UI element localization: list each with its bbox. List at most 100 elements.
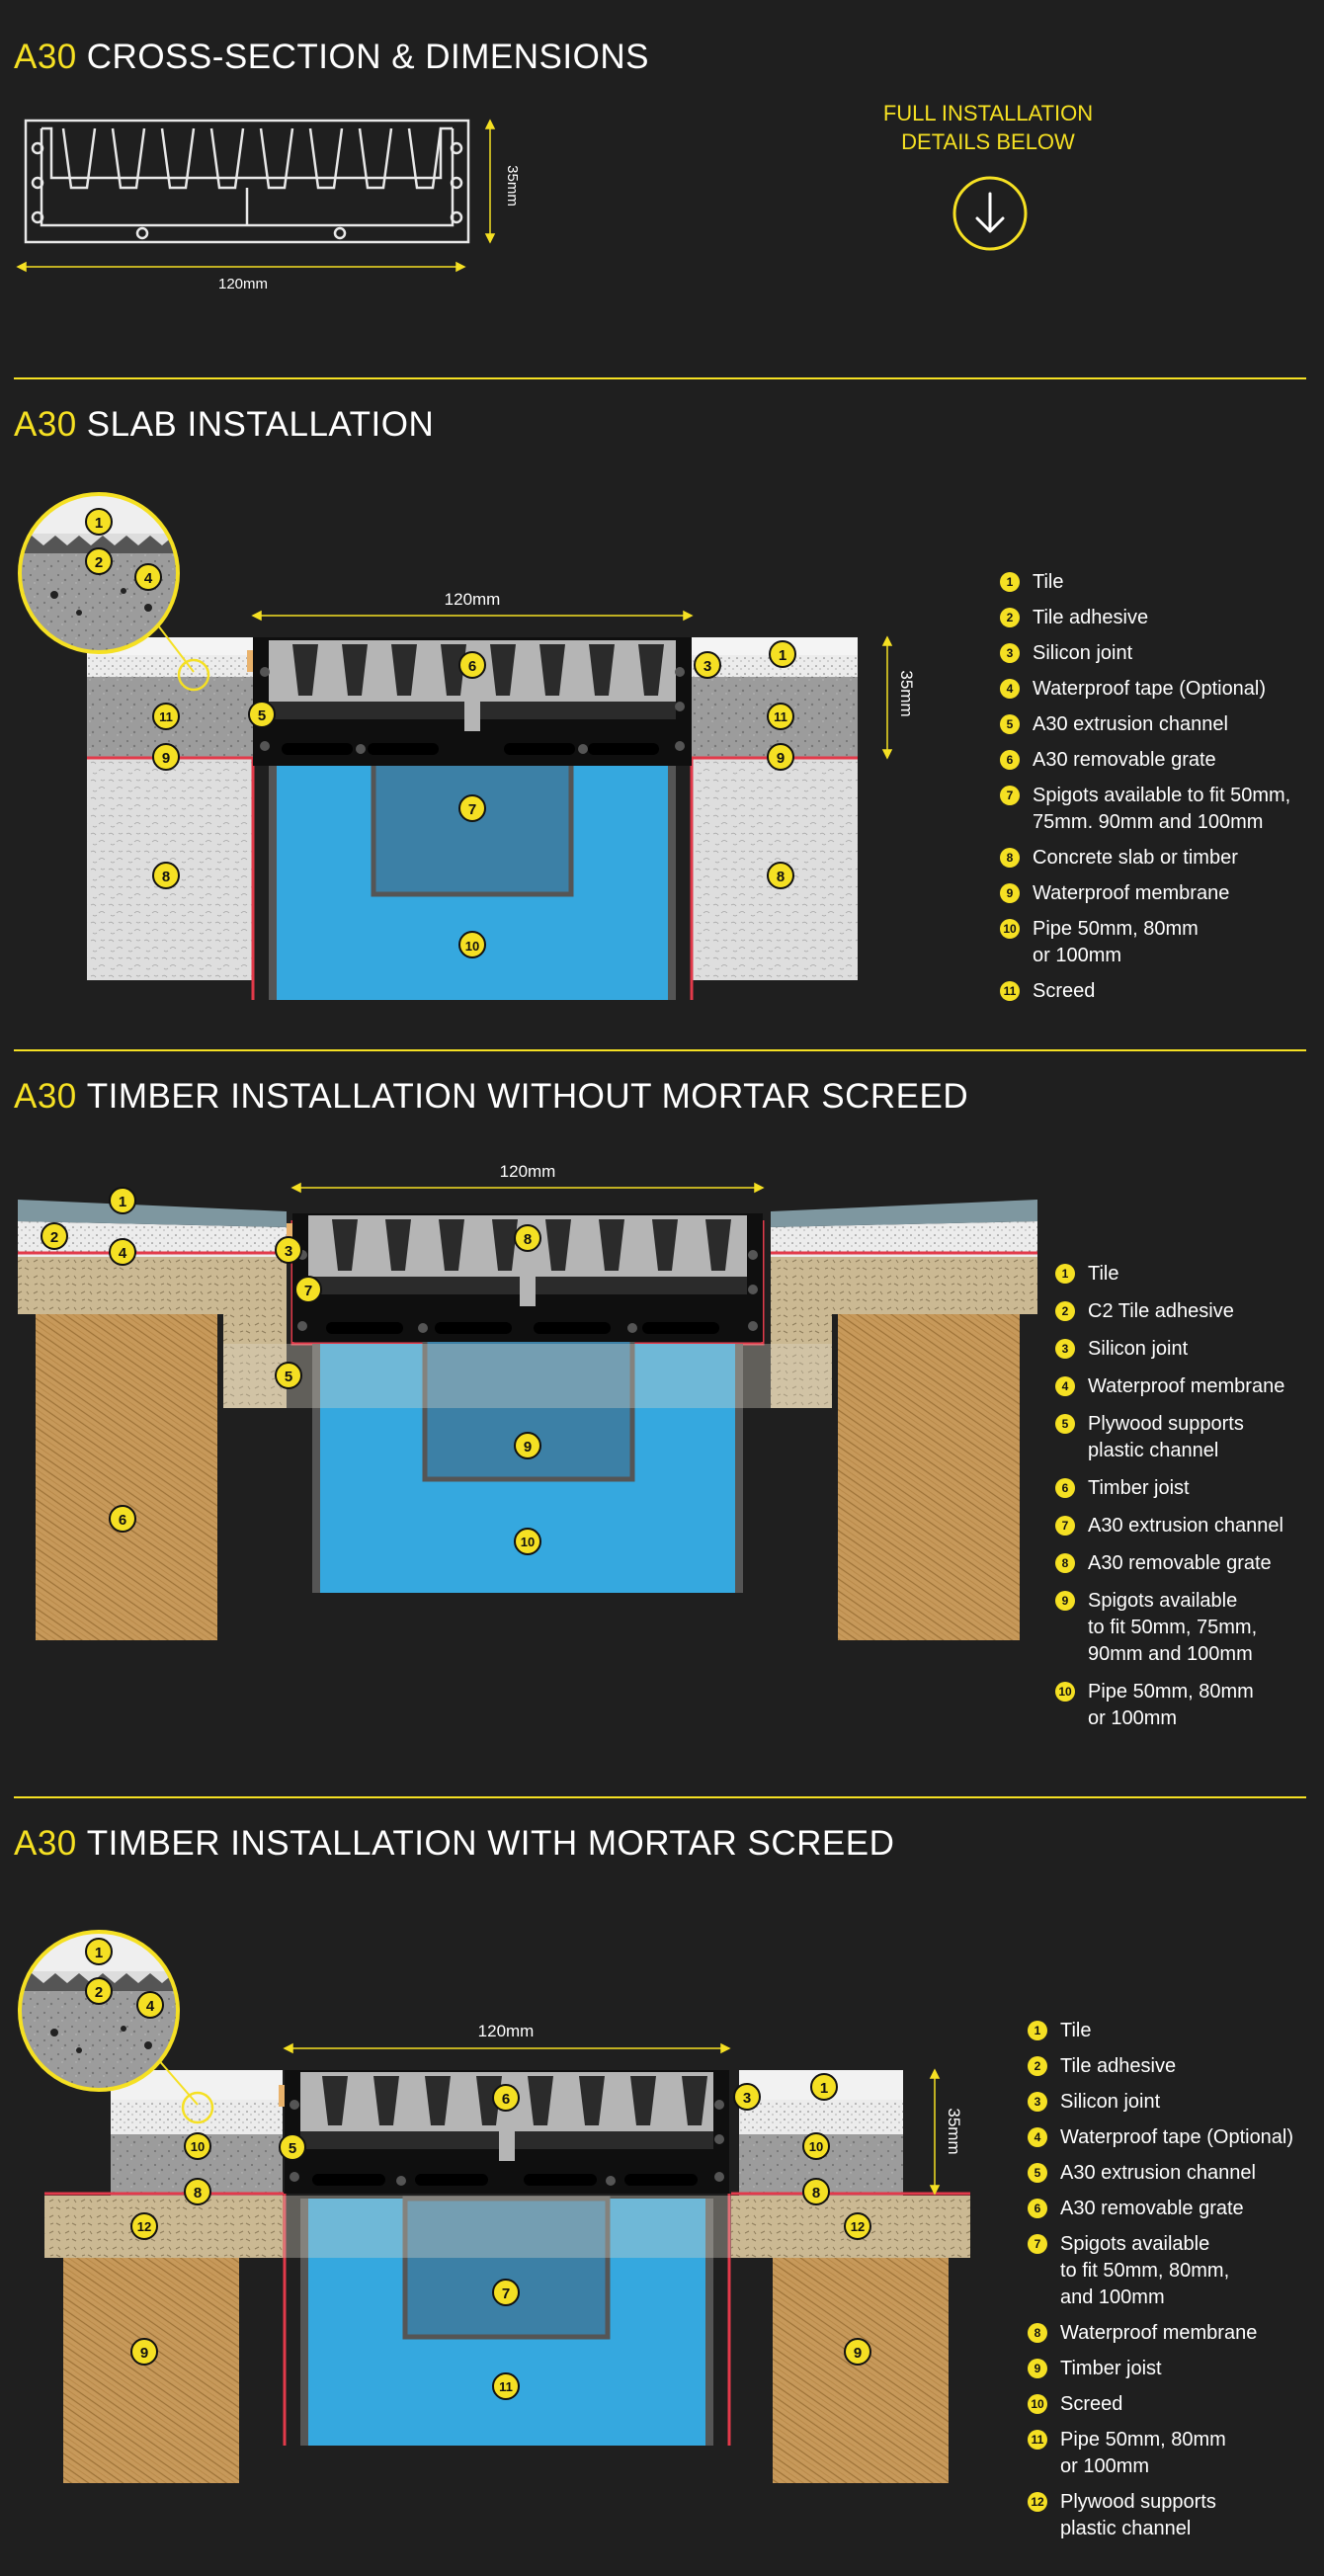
svg-text:2: 2	[95, 1984, 103, 2001]
legend-number-badge: 3	[1000, 643, 1020, 663]
marker: 8	[184, 2178, 211, 2205]
marker: 5	[275, 1362, 302, 1389]
legend-label: Silicon joint	[1060, 2091, 1161, 2113]
legend-label: A30 removable grate	[1060, 2198, 1244, 2219]
marker: 9	[767, 743, 794, 771]
legend-number-badge: 3	[1055, 1339, 1075, 1359]
legend-item: 8 Concrete slab or timber	[1000, 845, 1316, 872]
title-accent: A30	[14, 405, 77, 444]
legend-label: A30 extrusion channel	[1060, 2162, 1256, 2184]
legend-number-badge: 7	[1055, 1516, 1075, 1536]
legend-number-badge: 5	[1055, 1414, 1075, 1434]
title-text: SLAB INSTALLATION	[86, 405, 435, 444]
marker: 4	[109, 1238, 136, 1266]
height-label: 35mm	[897, 670, 916, 716]
legend-number-badge: 2	[1028, 2056, 1047, 2076]
spigot	[402, 2196, 611, 2340]
svg-text:3: 3	[703, 658, 711, 675]
title-text: TIMBER INSTALLATION WITH MORTAR SCREED	[86, 1824, 895, 1863]
legend-label: Tile adhesive	[1033, 607, 1149, 628]
legend-number-badge: 11	[1000, 981, 1020, 1001]
svg-text:1: 1	[820, 2080, 828, 2097]
plywood-overlay	[284, 2196, 731, 2258]
marker: 1	[109, 1187, 136, 1214]
legend-number-badge: 1	[1055, 1264, 1075, 1284]
legend-label: Pipe 50mm, 80mm or 100mm	[1088, 1681, 1254, 1729]
legend-number-badge: 4	[1000, 679, 1020, 699]
membrane	[44, 2192, 970, 2446]
svg-text:9: 9	[140, 2345, 148, 2362]
legend-number-badge: 5	[1028, 2163, 1047, 2183]
tile-left	[18, 1200, 287, 1227]
legend-number-badge: 2	[1000, 608, 1020, 627]
svg-text:3: 3	[743, 2090, 751, 2107]
svg-text:10: 10	[521, 1535, 535, 1549]
svg-text:4: 4	[146, 1998, 155, 2015]
silicon-joint	[279, 2085, 285, 2107]
arrow-down-circle-icon[interactable]	[951, 174, 1030, 253]
marker: 12	[130, 2212, 158, 2240]
legend-number-badge: 6	[1000, 750, 1020, 770]
marker: 7	[294, 1276, 322, 1303]
legend-label: Screed	[1060, 2393, 1123, 2415]
legend-label: Pipe 50mm, 80mm or 100mm	[1033, 918, 1199, 966]
marker: 4	[136, 1991, 164, 2019]
legend-label: Tile	[1033, 571, 1064, 593]
legend-label: Spigots available to fit 50mm, 80mm, and…	[1060, 2233, 1230, 2308]
legend-label: Timber joist	[1088, 1477, 1190, 1499]
legend-number-badge: 6	[1028, 2199, 1047, 2218]
title-text: CROSS-SECTION & DIMENSIONS	[86, 38, 649, 76]
legend-label: Waterproof membrane	[1060, 2322, 1258, 2344]
marker: 1	[769, 640, 796, 668]
svg-text:2: 2	[95, 554, 103, 571]
marker: 2	[85, 1977, 113, 2005]
svg-text:5: 5	[258, 707, 266, 724]
svg-text:1: 1	[779, 647, 786, 664]
legend-number-badge: 10	[1055, 1682, 1075, 1702]
marker: 4	[134, 563, 162, 591]
marker: 7	[492, 2279, 520, 2306]
spigot	[371, 758, 574, 897]
legend-label: Waterproof membrane	[1033, 882, 1230, 904]
marker: 6	[458, 651, 486, 679]
marker: 2	[41, 1222, 68, 1250]
full-installation-cta[interactable]: FULL INSTALLATION DETAILS BELOW	[882, 101, 1094, 154]
svg-text:3: 3	[285, 1243, 292, 1260]
svg-text:2: 2	[50, 1229, 58, 1246]
svg-text:1: 1	[95, 1945, 103, 1961]
legend-item: 9 Timber joist	[1028, 2356, 1324, 2382]
legend-label: Concrete slab or timber	[1033, 847, 1238, 869]
svg-text:11: 11	[774, 709, 787, 724]
svg-text:7: 7	[468, 801, 476, 818]
svg-text:11: 11	[159, 709, 173, 724]
adhesive-right	[739, 2100, 903, 2134]
svg-text:9: 9	[777, 750, 785, 767]
section-divider	[14, 1049, 1306, 1051]
marker: 5	[248, 701, 276, 728]
marker: 3	[694, 651, 721, 679]
legend-number-badge: 8	[1000, 848, 1020, 868]
legend-number-badge: 9	[1028, 2359, 1047, 2378]
marker: 10	[184, 2132, 211, 2160]
marker: 10	[514, 1528, 541, 1555]
width-label: 120mm	[445, 590, 501, 609]
legend-label: Timber joist	[1060, 2358, 1162, 2379]
legend-label: A30 extrusion channel	[1033, 713, 1228, 735]
legend-label: Tile	[1088, 1263, 1119, 1285]
timber-joist-right	[773, 2258, 949, 2483]
legend-item: 1 Tile	[1055, 1261, 1322, 1288]
timber-joist-left	[63, 2258, 239, 2483]
svg-text:10: 10	[809, 2139, 823, 2154]
